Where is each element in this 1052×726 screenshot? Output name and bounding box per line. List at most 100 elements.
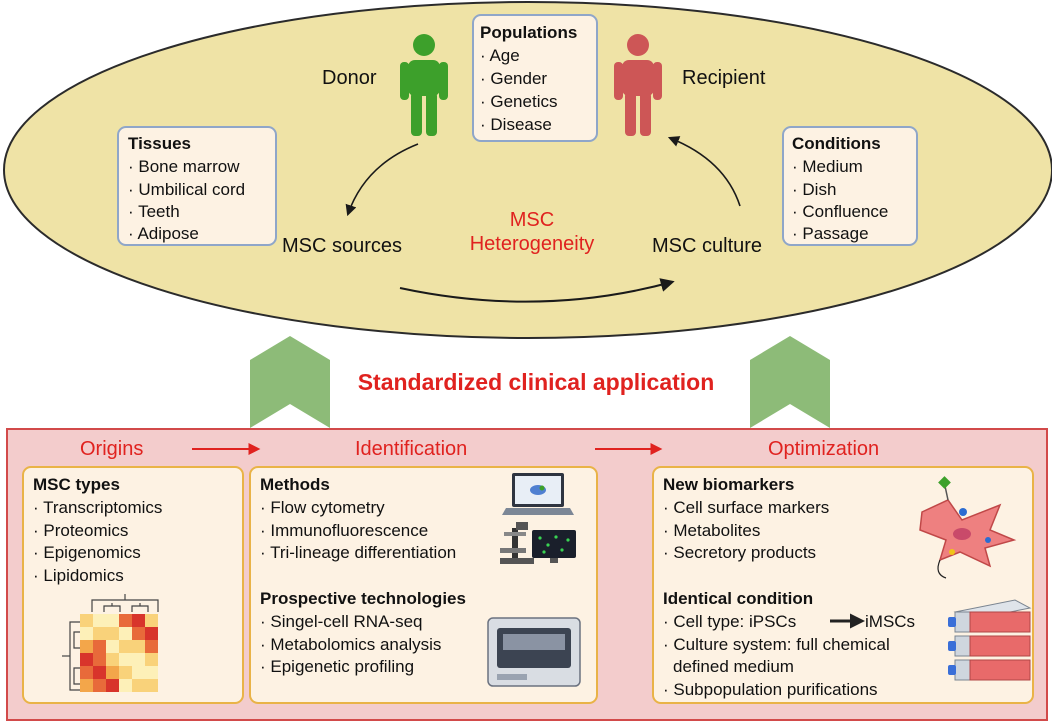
heatmap-cell bbox=[80, 666, 93, 679]
heatmap-cell bbox=[132, 614, 145, 627]
optimization-heading: Optimization bbox=[768, 438, 879, 460]
msc-types-box bbox=[22, 466, 244, 704]
heatmap-grid bbox=[80, 614, 158, 692]
methods-item: · Immunofluorescence bbox=[260, 521, 428, 540]
msc-sources-label: MSC sources bbox=[282, 235, 402, 257]
heatmap-cell bbox=[93, 614, 106, 627]
msc-heterogeneity-line1: MSC bbox=[510, 209, 554, 231]
laptop-icon bbox=[502, 473, 574, 515]
heatmap-cell bbox=[80, 614, 93, 627]
heatmap-cell bbox=[80, 640, 93, 653]
donor-to-sources-arrow bbox=[345, 143, 419, 217]
conditions-item: · Dish bbox=[792, 180, 836, 199]
heatmap-cell bbox=[93, 627, 106, 640]
sources-to-culture-arrow bbox=[399, 278, 675, 303]
heatmap-cell bbox=[93, 653, 106, 666]
heatmap-cell bbox=[119, 666, 132, 679]
heatmap-cell bbox=[132, 640, 145, 653]
populations-item: · Gender bbox=[480, 69, 547, 88]
heatmap-cell bbox=[145, 679, 158, 692]
heatmap-dendrogram-icon bbox=[62, 594, 159, 692]
left-green-up-arrow bbox=[250, 336, 330, 428]
heterogeneity-ellipse bbox=[3, 1, 1052, 339]
heatmap-cell bbox=[93, 679, 106, 692]
heatmap-cell bbox=[119, 640, 132, 653]
heatmap-cell bbox=[106, 640, 119, 653]
heatmap-cell bbox=[119, 653, 132, 666]
heatmap-cell bbox=[132, 653, 145, 666]
tissues-title: Tissues bbox=[128, 134, 191, 153]
culture-to-recipient-arrow bbox=[667, 136, 741, 207]
clinical-application-banner: Standardized clinical application bbox=[358, 369, 715, 395]
tissues-item: · Umbilical cord bbox=[128, 180, 245, 199]
prospective-title: Prospective technologies bbox=[260, 589, 466, 608]
conditions-title: Conditions bbox=[792, 134, 881, 153]
prospective-item: · Singel-cell RNA-seq bbox=[260, 612, 423, 631]
heatmap-cell bbox=[80, 653, 93, 666]
heatmap-cell bbox=[132, 666, 145, 679]
biomarkers-item: · Cell surface markers bbox=[663, 498, 829, 517]
culture-system-line1: · Culture system: full chemical bbox=[663, 635, 890, 654]
biomarkers-item: · Metabolites bbox=[663, 521, 760, 540]
biomarkers-item: · Secretory products bbox=[663, 543, 816, 562]
populations-box bbox=[472, 14, 598, 142]
heatmap-cell bbox=[106, 627, 119, 640]
msc-types-item: · Proteomics bbox=[33, 521, 128, 540]
heatmap-cell bbox=[106, 666, 119, 679]
heatmap-cell bbox=[145, 666, 158, 679]
populations-item: · Disease bbox=[480, 115, 552, 134]
culture-system-line2: defined medium bbox=[673, 657, 794, 676]
msc-culture-label: MSC culture bbox=[652, 235, 762, 257]
heatmap-cell bbox=[119, 614, 132, 627]
heatmap-cell bbox=[119, 627, 132, 640]
heatmap-cell bbox=[145, 653, 158, 666]
cell-type-target: iMSCs bbox=[865, 612, 915, 631]
populations-item: · Age bbox=[480, 46, 520, 65]
recipient-person-icon bbox=[614, 34, 662, 136]
heatmap-cell bbox=[93, 640, 106, 653]
msc-heterogeneity-line2: Heterogeneity bbox=[470, 233, 595, 255]
identical-title: Identical condition bbox=[663, 589, 813, 608]
prospective-item: · Epigenetic profiling bbox=[260, 657, 414, 676]
identification-heading: Identification bbox=[355, 438, 467, 460]
tissues-item: · Bone marrow bbox=[128, 157, 240, 176]
recipient-label: Recipient bbox=[682, 67, 766, 89]
tissues-box bbox=[117, 126, 277, 246]
methods-item: · Tri-lineage differentiation bbox=[260, 543, 456, 562]
heatmap-cell bbox=[145, 614, 158, 627]
heatmap-cell bbox=[106, 653, 119, 666]
heatmap-cell bbox=[93, 666, 106, 679]
sequencer-icon bbox=[487, 617, 581, 687]
heatmap-cell bbox=[119, 679, 132, 692]
heatmap-cell bbox=[132, 679, 145, 692]
msc-types-item: · Transcriptomics bbox=[33, 498, 162, 517]
conditions-box bbox=[782, 126, 918, 246]
fluorescence-monitor-icon bbox=[532, 530, 576, 563]
conditions-item: · Passage bbox=[792, 224, 869, 243]
methods-title: Methods bbox=[260, 475, 330, 494]
heatmap-cell bbox=[80, 679, 93, 692]
prospective-item: · Metabolomics analysis bbox=[260, 635, 441, 654]
biomarkers-title: New biomarkers bbox=[663, 475, 794, 494]
right-green-up-arrow bbox=[750, 336, 830, 428]
conditions-item: · Confluence bbox=[792, 202, 888, 221]
culture-flask-stack-icon bbox=[948, 599, 1032, 681]
methods-item: · Flow cytometry bbox=[260, 498, 385, 517]
heatmap-cell bbox=[106, 679, 119, 692]
cell-type-prefix: · Cell type: iPSCs bbox=[663, 612, 796, 631]
origins-heading: Origins bbox=[80, 438, 143, 460]
heatmap-cell bbox=[106, 614, 119, 627]
populations-item: · Genetics bbox=[480, 92, 557, 111]
heatmap-cell bbox=[145, 640, 158, 653]
msc-types-item: · Epigenomics bbox=[33, 543, 141, 562]
heatmap-cell bbox=[145, 627, 158, 640]
tissues-item: · Adipose bbox=[128, 224, 199, 243]
subpopulation-item: · Subpopulation purifications bbox=[663, 680, 878, 699]
heatmap-cell bbox=[80, 627, 93, 640]
donor-person-icon bbox=[400, 34, 448, 136]
microscope-icon bbox=[500, 522, 534, 564]
heatmap-cell bbox=[132, 627, 145, 640]
msc-types-title: MSC types bbox=[33, 475, 120, 494]
